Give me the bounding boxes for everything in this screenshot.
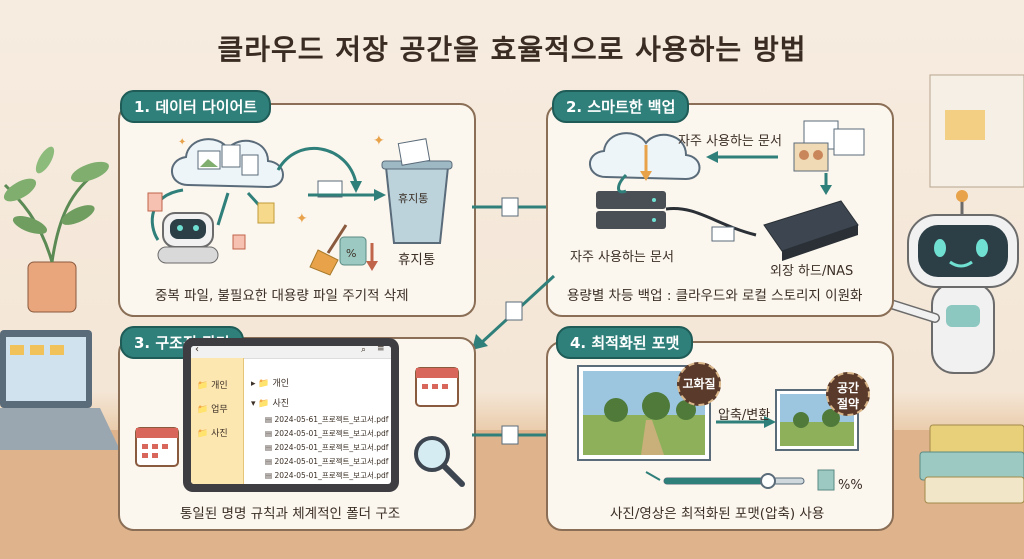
- tree-folder-personal[interactable]: ▸ 📁 개인: [251, 379, 290, 389]
- percent-label: %%: [838, 478, 863, 493]
- server-icon: [596, 191, 666, 229]
- file-explorer-screen: ‹ ⌕ ≡ 📁 개인 📁 업무 📁 사진 ▸ 📁 개인 ▾ 📁 사진 ▤ 202…: [191, 346, 391, 484]
- calendar-icon-left: [135, 427, 179, 467]
- trash-label: 휴지통: [398, 252, 436, 268]
- panel-3-caption: 통일된 명명 규칙과 체계적인 폴더 구조: [180, 506, 401, 522]
- trash-icon: [381, 138, 453, 244]
- robot-small-icon: [157, 212, 219, 264]
- file-item[interactable]: ▤ 2024-05-01_프로젝트_보고서.pdf: [265, 471, 389, 480]
- file-name: 2024-05-01_프로젝트_보고서.pdf: [274, 457, 389, 466]
- space-saving-label: 공간 절약: [836, 381, 860, 411]
- file-name: 2024-05-61_프로젝트_보고서.pdf: [274, 415, 389, 424]
- compress-convert-label: 압축/변환: [718, 408, 771, 423]
- svg-text:✦: ✦: [373, 133, 385, 149]
- tree-folder-photos[interactable]: ▾ 📁 사진: [251, 399, 290, 409]
- sidebar-item-label: 업무: [211, 405, 228, 415]
- panel-1-caption: 중복 파일, 불필요한 대용량 파일 주기적 삭제: [155, 288, 409, 304]
- cloud-icon: [171, 138, 284, 189]
- panel-1-illustration: ✦ ✦ ✦ %: [147, 133, 453, 276]
- back-icon[interactable]: ‹: [195, 346, 199, 355]
- sidebar-item-label: 개인: [211, 381, 228, 391]
- panel-2-server-label: 자주 사용하는 문서: [570, 250, 674, 265]
- page-title: 클라우드 저장 공간을 효율적으로 사용하는 방법: [217, 33, 807, 66]
- trash-can-label: 휴지통: [398, 192, 429, 205]
- file-item[interactable]: ▤ 2024-05-61_프로젝트_보고서.pdf: [265, 415, 389, 424]
- sidebar-item-photos[interactable]: 📁 사진: [197, 429, 228, 439]
- laptop-illustration: [0, 330, 120, 450]
- sidebar-item-label: 사진: [211, 429, 228, 439]
- high-quality-label: 고화질: [682, 377, 716, 391]
- file-item[interactable]: ▤ 2024-05-01_프로젝트_보고서.pdf: [265, 443, 389, 452]
- panel-2-tag: 2. 스마트한 백업: [552, 90, 690, 123]
- svg-text:✦: ✦: [178, 137, 186, 148]
- tree-folder-label: 개인: [272, 379, 290, 389]
- panel-4-tag: 4. 최적화된 포맷: [556, 326, 694, 359]
- broom-icon: [309, 224, 348, 276]
- tree-folder-label: 사진: [272, 399, 290, 409]
- sidebar-item-personal[interactable]: 📁 개인: [197, 381, 228, 391]
- panel-2-illustration: [589, 120, 865, 261]
- books-illustration: [919, 424, 1024, 504]
- panel-2-caption: 용량별 차등 백업 : 클라우드와 로컬 스토리지 이원화: [567, 288, 863, 304]
- svg-text:✦: ✦: [296, 211, 308, 227]
- explorer-topbar: ‹ ⌕ ≡: [191, 346, 391, 359]
- space-saving-badge: 공간 절약: [826, 372, 870, 416]
- file-name: 2024-05-01_프로젝트_보고서.pdf: [274, 429, 389, 438]
- panel-4-caption: 사진/영상은 최적화된 포맷(압축) 사용: [610, 506, 825, 522]
- sidebar-item-work[interactable]: 📁 업무: [197, 405, 228, 415]
- file-name: 2024-05-01_프로젝트_보고서.pdf: [274, 471, 389, 480]
- tablet-device: ‹ ⌕ ≡ 📁 개인 📁 업무 📁 사진 ▸ 📁 개인 ▾ 📁 사진 ▤ 202…: [183, 338, 399, 492]
- arrow-panel2-to-panel3: [472, 274, 556, 350]
- file-item[interactable]: ▤ 2024-05-01_프로젝트_보고서.pdf: [265, 429, 389, 438]
- calendar-icon-right: [415, 367, 459, 407]
- svg-text:%: %: [346, 247, 356, 260]
- search-icon[interactable]: ⌕: [361, 346, 367, 355]
- file-name: 2024-05-01_프로젝트_보고서.pdf: [274, 443, 389, 452]
- file-item[interactable]: ▤ 2024-05-01_프로젝트_보고서.pdf: [265, 457, 389, 466]
- quality-slider-handle: [760, 473, 776, 489]
- photos-icon: [793, 120, 865, 172]
- plant-illustration: [3, 146, 109, 313]
- magnifier-icon: [414, 436, 465, 487]
- external-drive-icon: [763, 200, 859, 261]
- high-quality-badge: 고화질: [677, 362, 721, 406]
- explorer-sidebar: 📁 개인 📁 업무 📁 사진: [191, 358, 244, 484]
- panel-2-top-label: 자주 사용하는 문서: [678, 134, 782, 149]
- menu-icon[interactable]: ≡: [377, 346, 385, 354]
- panel-2-drive-label: 외장 하드/NAS: [770, 264, 854, 279]
- panel-1-tag: 1. 데이터 다이어트: [120, 90, 272, 123]
